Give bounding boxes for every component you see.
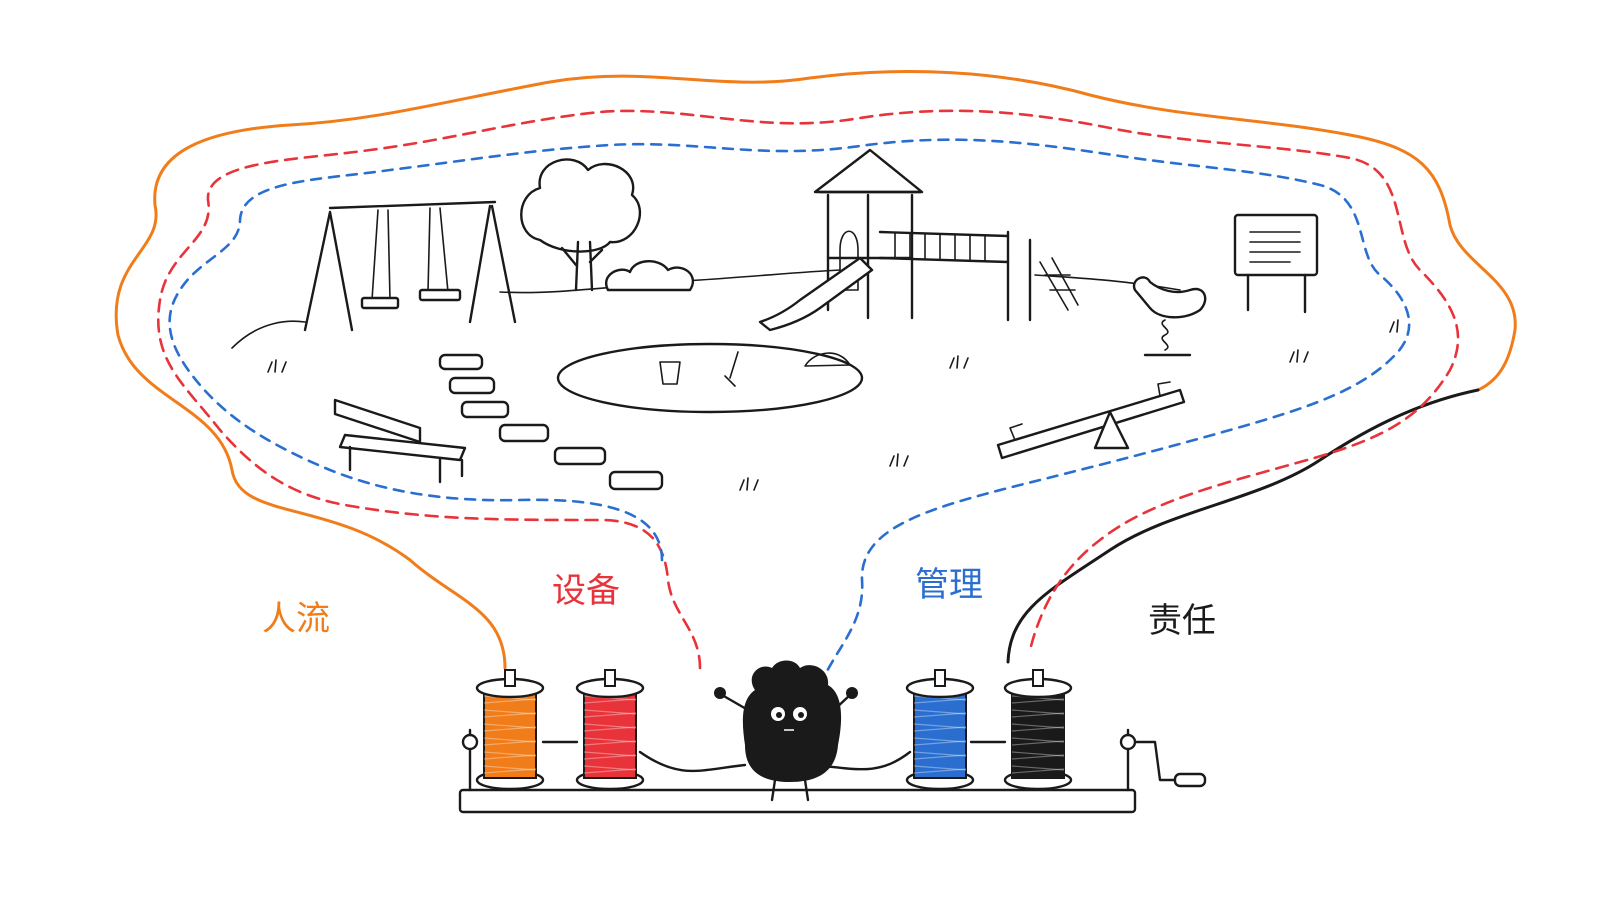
equipment-thread-boundary — [157, 109, 1460, 670]
seesaw-icon — [996, 381, 1186, 460]
tree-icon — [520, 158, 642, 292]
sandbox-icon — [556, 342, 864, 414]
grass-tufts — [267, 319, 1399, 491]
spool-rack-icon — [458, 728, 1137, 814]
label-responsibility: 责任 — [1148, 601, 1216, 641]
bench-icon — [333, 398, 467, 484]
label-equipment: 设备 — [552, 571, 620, 611]
black-creature-icon — [714, 660, 858, 802]
label-crowd: 人流 — [262, 599, 330, 639]
stepping-stones-icon — [438, 353, 664, 491]
spool-crowd-icon — [475, 669, 545, 791]
responsibility-thread-boundary — [1006, 388, 1480, 664]
notice-board-icon — [1233, 213, 1319, 314]
crank-handle-icon — [1133, 740, 1207, 788]
spring-rider-icon — [1132, 276, 1207, 357]
bush-icon — [605, 260, 694, 292]
climbing-tower-icon — [813, 148, 1079, 322]
swing-set-icon — [303, 200, 517, 332]
crowd-thread-boundary — [114, 69, 1517, 670]
spool-responsibility-icon — [1003, 669, 1073, 791]
slide-icon — [758, 256, 874, 332]
management-thread-boundary — [168, 138, 1411, 677]
creature-wire-left — [638, 750, 747, 773]
ground-outline — [231, 320, 306, 349]
spool-management-icon — [905, 669, 975, 791]
spool-equipment-icon — [575, 669, 645, 791]
label-management: 管理 — [915, 565, 983, 605]
